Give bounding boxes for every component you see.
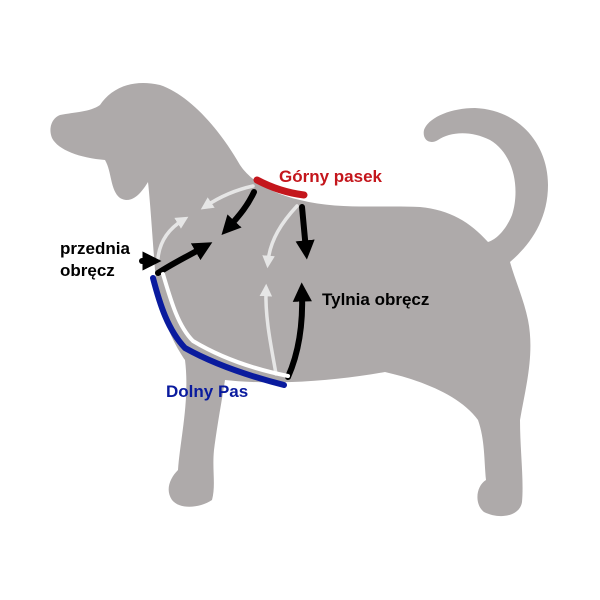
label-top-strap: Górny pasek: [279, 167, 383, 186]
bottom-strap-highlight: [161, 272, 290, 378]
label-front-ring-line2: obręcz: [60, 261, 115, 280]
dark-arrows: [139, 189, 315, 380]
arrow-bottom-up: [285, 282, 312, 380]
label-front-ring-line1: przednia: [60, 239, 130, 258]
light-arrow-rear-top: [262, 204, 299, 269]
light-arrow-neck: [200, 184, 255, 210]
bottom-strap: [150, 275, 287, 388]
label-bottom-strap: Dolny Pas: [166, 382, 248, 401]
top-strap: [253, 176, 308, 199]
arrow-top-to-center: [221, 189, 257, 236]
arrow-front-to-center: [155, 242, 213, 276]
light-arrow-rear-bottom: [259, 283, 278, 376]
label-rear-ring: Tylnia obręcz: [322, 290, 429, 309]
arrow-top-down: [295, 204, 315, 260]
